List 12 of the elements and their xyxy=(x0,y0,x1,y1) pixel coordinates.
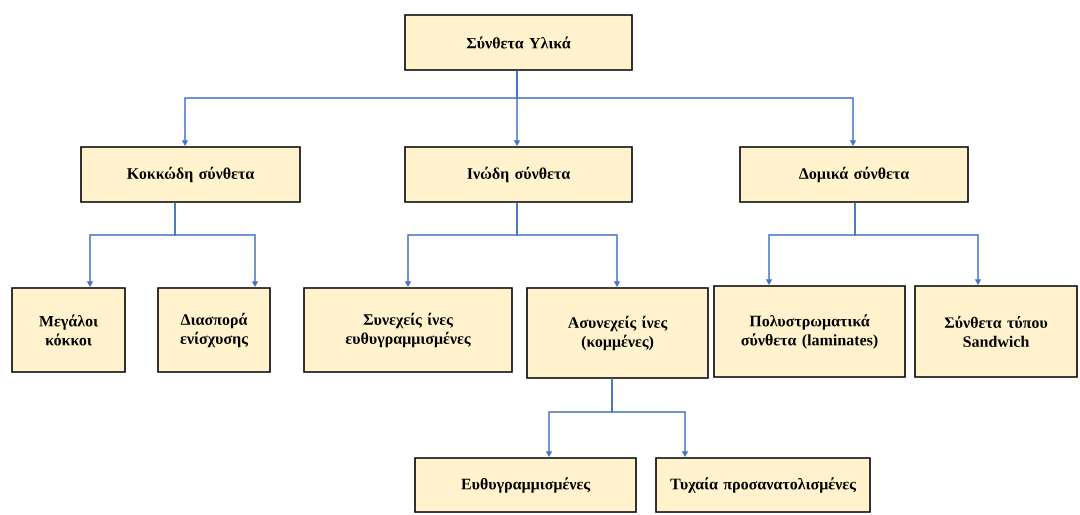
category-box: Σύνθετα τύπου Sandwich xyxy=(914,285,1078,378)
category-box: Ευθυγραμμισμένες xyxy=(414,457,637,513)
category-box: Συνεχείς ίνες ευθυγραμμισμένες xyxy=(303,287,513,373)
category-box: Σύνθετα Υλικά xyxy=(404,14,633,71)
category-box: Ινώδη σύνθετα xyxy=(404,146,633,203)
category-box: Μεγάλοι κόκκοι xyxy=(11,287,126,373)
category-box: Διασπορά ενίσχυσης xyxy=(157,287,271,373)
category-box: Τυχαία προσανατολισμένες xyxy=(655,457,871,513)
category-box: Κοκκώδη σύνθετα xyxy=(80,146,301,203)
category-box: Πολυστρωματικά σύνθετα (laminates) xyxy=(713,285,906,378)
category-box: Ασυνεχείς ίνες (κομμένες) xyxy=(526,287,709,379)
category-box: Δομικά σύνθετα xyxy=(739,146,969,203)
